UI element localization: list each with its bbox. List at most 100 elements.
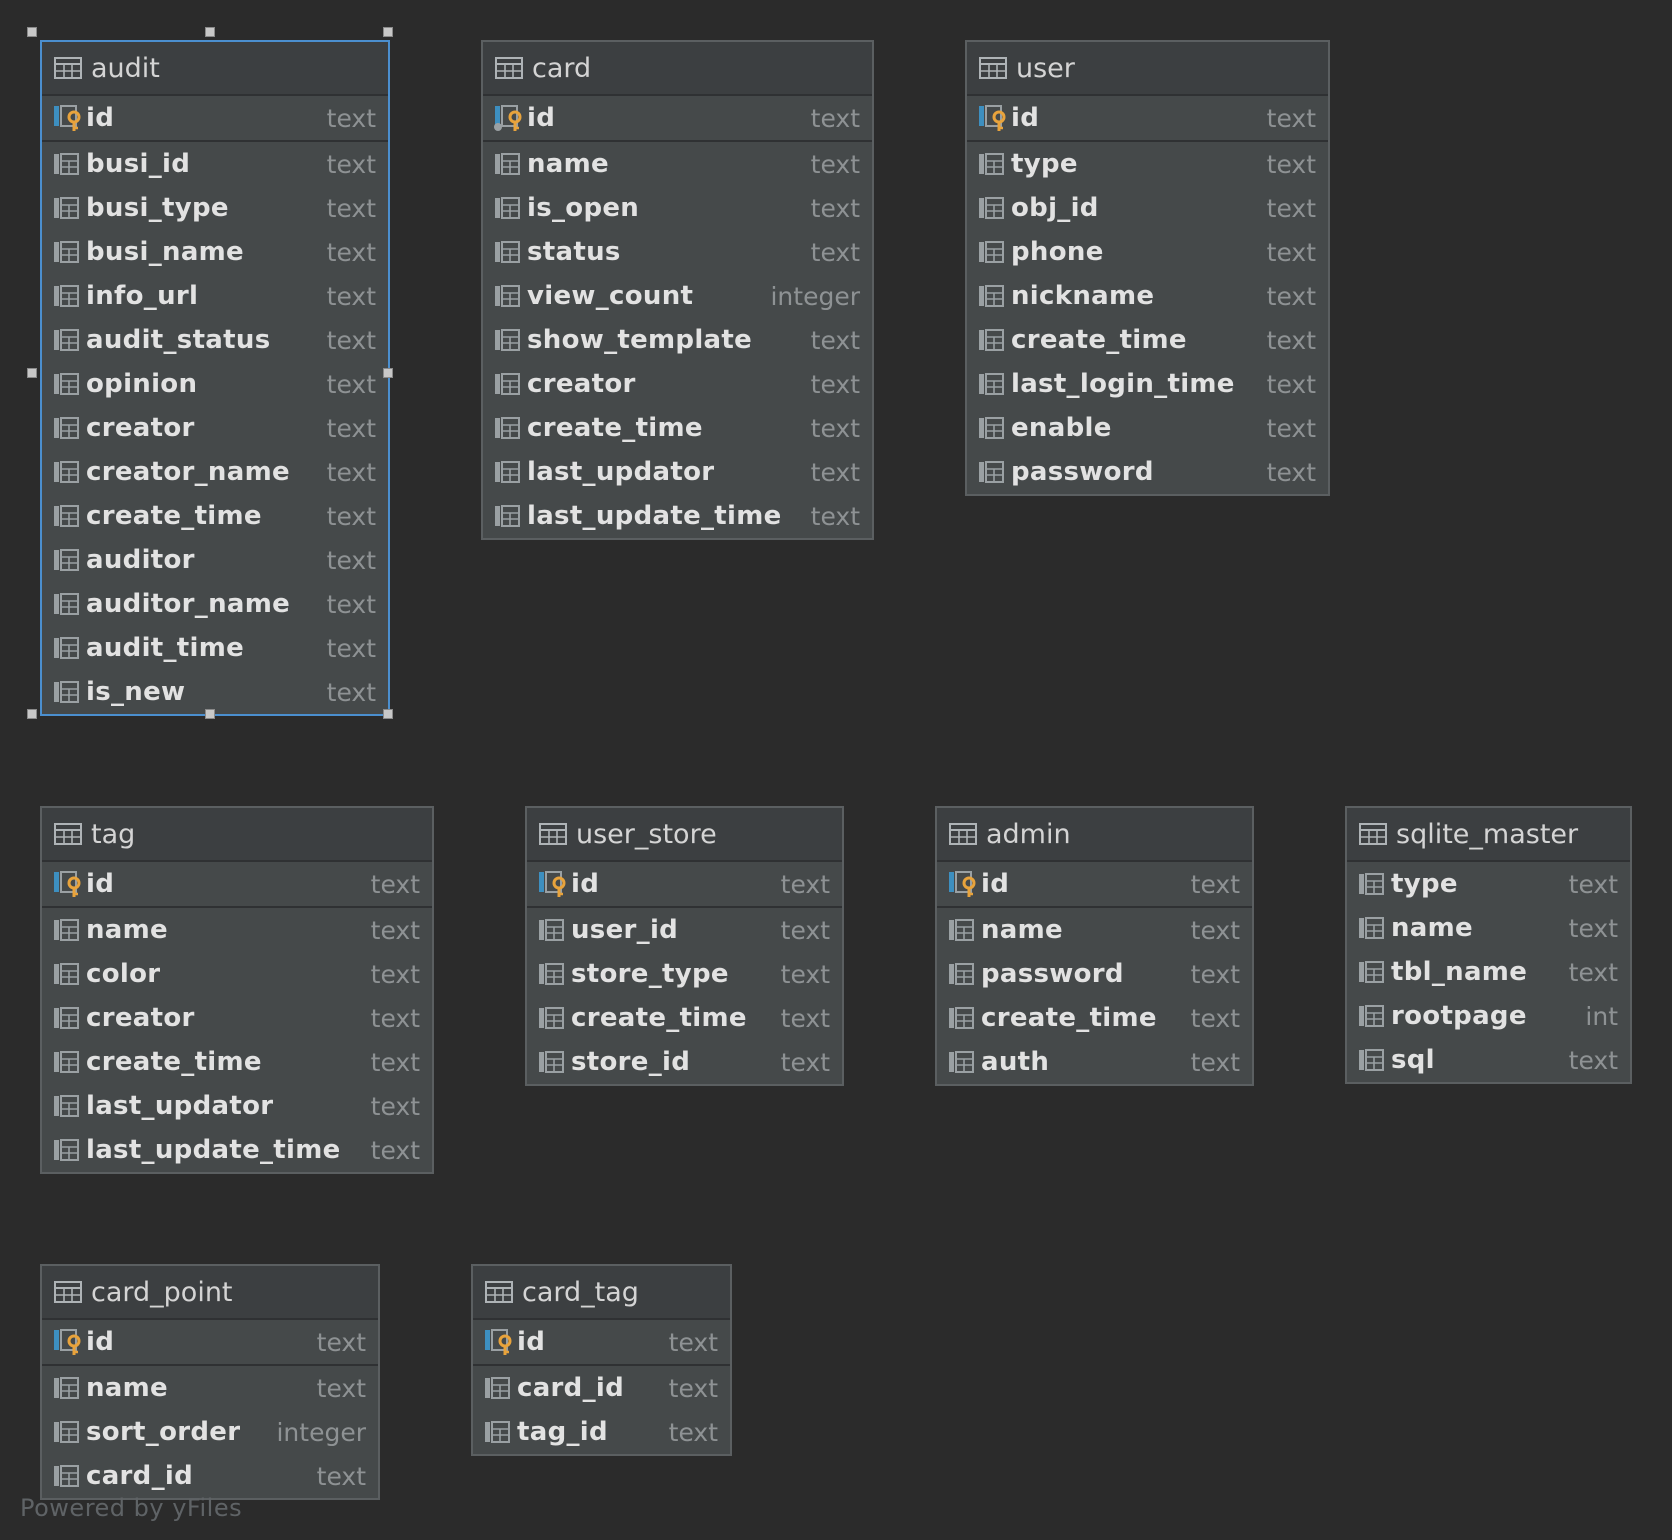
- column-name: password: [981, 959, 1124, 989]
- column-type: text: [326, 369, 376, 399]
- table-header[interactable]: audit: [42, 42, 388, 96]
- resize-handle-ne[interactable]: [383, 27, 393, 37]
- table-header[interactable]: user: [967, 42, 1328, 96]
- resize-handle-nw[interactable]: [27, 27, 37, 37]
- column-name: name: [86, 915, 168, 945]
- table-icon: [539, 823, 567, 845]
- table-header[interactable]: user_store: [527, 808, 842, 862]
- column-icon: [1357, 916, 1391, 940]
- table-header[interactable]: card: [483, 42, 872, 96]
- column-name: create_time: [86, 501, 262, 531]
- table-header[interactable]: card_point: [42, 1266, 378, 1320]
- column-name: creator: [527, 369, 636, 399]
- resize-handle-w[interactable]: [27, 368, 37, 378]
- table-name: card: [532, 52, 592, 84]
- resize-handle-sw[interactable]: [27, 709, 37, 719]
- resize-handle-s[interactable]: [205, 709, 215, 719]
- table-header[interactable]: admin: [937, 808, 1252, 862]
- resize-handle-e[interactable]: [383, 368, 393, 378]
- table-header[interactable]: tag: [42, 808, 432, 862]
- resize-handle-se[interactable]: [383, 709, 393, 719]
- table-header[interactable]: sqlite_master: [1347, 808, 1630, 862]
- resize-handle-n[interactable]: [205, 27, 215, 37]
- column-type: text: [780, 1047, 830, 1077]
- column-name: card_id: [86, 1461, 194, 1491]
- column-type: text: [810, 103, 860, 133]
- table-header[interactable]: card_tag: [473, 1266, 730, 1320]
